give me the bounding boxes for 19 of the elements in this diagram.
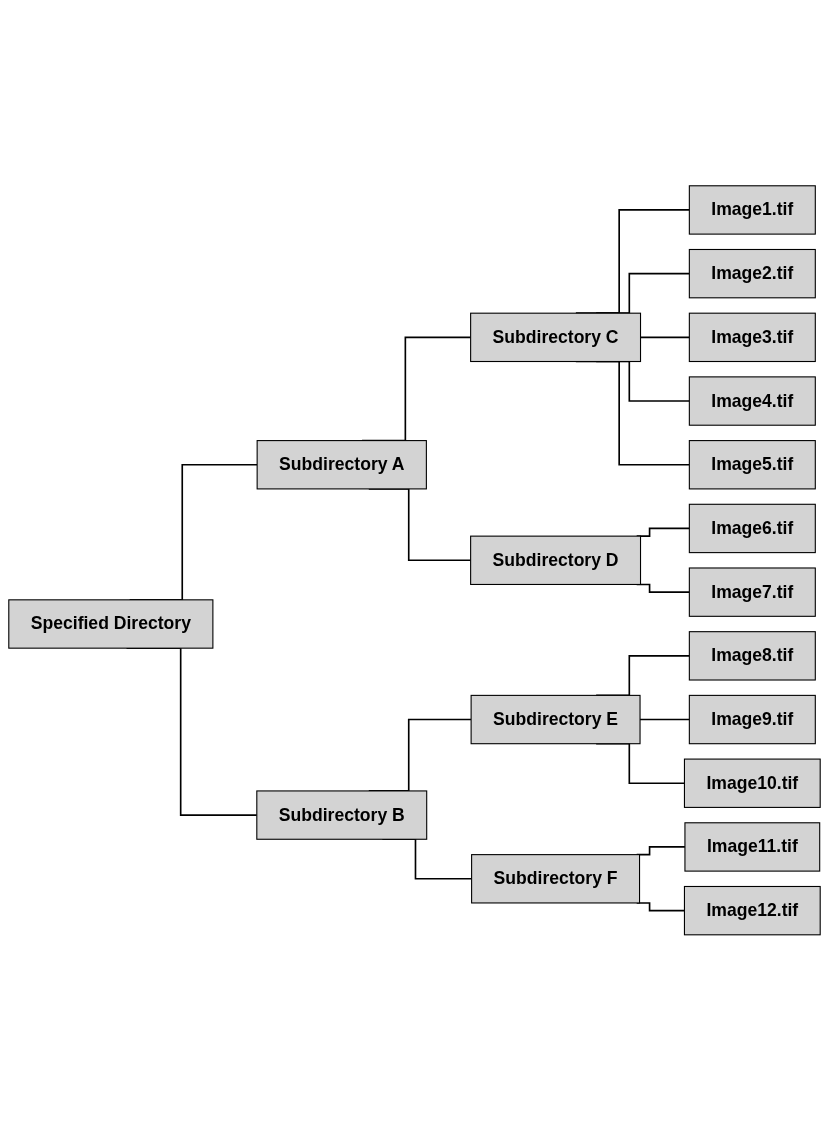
node-box: Image7.tif	[688, 567, 816, 618]
node-box: Subdirectory A	[256, 440, 427, 490]
node-box: Image4.tif	[688, 376, 816, 426]
node-box: Image12.tif	[683, 886, 821, 936]
node-box: Image2.tif	[688, 249, 816, 299]
node-box: Image3.tif	[688, 312, 816, 363]
node-box: Subdirectory F	[471, 854, 641, 904]
node-box: Specified Directory	[8, 599, 214, 649]
node-box: Subdirectory B	[256, 790, 428, 840]
node-box: Image1.tif	[688, 185, 816, 235]
node-box: Image6.tif	[688, 503, 816, 554]
node-box: Image5.tif	[688, 440, 816, 490]
node-box: Image8.tif	[688, 631, 816, 681]
node-box: Image11.tif	[684, 822, 821, 872]
node-box: Image9.tif	[688, 695, 816, 745]
node-box: Subdirectory C	[470, 312, 642, 363]
node-box: Image10.tif	[683, 758, 821, 809]
node-box: Subdirectory E	[470, 695, 641, 745]
node-box: Subdirectory D	[470, 535, 642, 586]
